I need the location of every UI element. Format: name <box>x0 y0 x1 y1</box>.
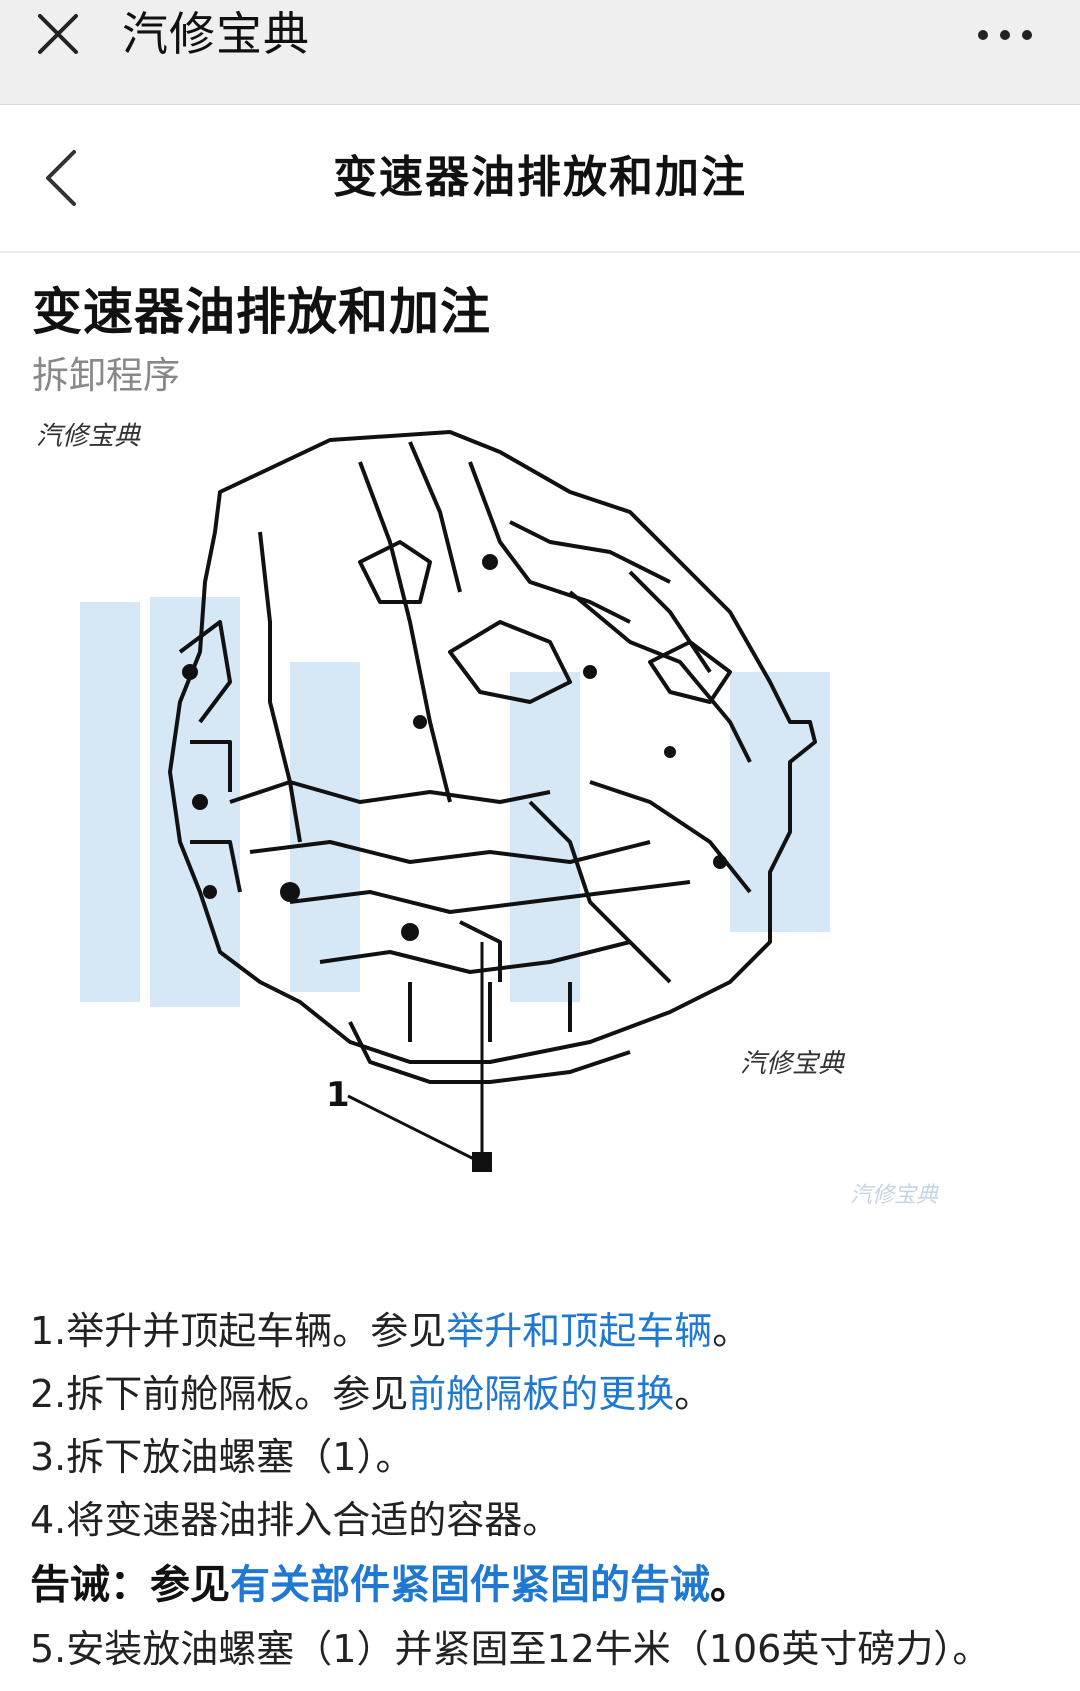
back-button[interactable] <box>30 145 90 211</box>
transmission-illustration: 汽修宝典 汽修宝典 汽修宝典 <box>36 422 940 1208</box>
app-top-bar: 汽修宝典 <box>0 0 1080 105</box>
watermark-text-bottom: 汽修宝典 <box>850 1183 940 1208</box>
nav-bar: 变速器油排放和加注 <box>0 105 1080 253</box>
callout-label-1: 1 <box>326 1075 350 1115</box>
link-lift-vehicle[interactable]: 举升和顶起车辆 <box>446 1309 713 1353</box>
article-content: 变速器油排放和加注 拆卸程序 <box>32 280 1048 402</box>
step-2: 2.拆下前舱隔板。参见前舱隔板的更换。 <box>30 1372 713 1416</box>
drain-plug-callout: 1 <box>326 942 492 1172</box>
watermark-text-top: 汽修宝典 <box>36 422 142 451</box>
article-subtitle: 拆卸程序 <box>32 354 180 397</box>
transmission-diagram: 汽修宝典 汽修宝典 汽修宝典 <box>30 422 1030 1312</box>
link-front-compartment-panel[interactable]: 前舱隔板的更换 <box>408 1372 675 1416</box>
more-button[interactable] <box>970 10 1040 60</box>
step-4: 4.将变速器油排入合适的容器。 <box>30 1498 561 1542</box>
step-1: 1.举升并顶起车辆。参见举升和顶起车辆。 <box>30 1309 751 1353</box>
page-title: 变速器油排放和加注 <box>333 152 747 203</box>
step-3: 3.拆下放油螺塞（1）。 <box>30 1435 414 1479</box>
close-icon <box>38 14 78 54</box>
close-button[interactable] <box>30 6 86 62</box>
step-5: 5.安装放油螺塞（1）并紧固至12牛米（106英寸磅力）。 <box>30 1627 991 1671</box>
link-fastener-caution[interactable]: 有关部件紧固件紧固的告诫 <box>230 1562 710 1608</box>
transmission-outline <box>168 430 817 1084</box>
watermark-text-right: 汽修宝典 <box>740 1049 846 1079</box>
more-horizontal-icon <box>978 30 1032 40</box>
procedure-steps: 1.举升并顶起车辆。参见举升和顶起车辆。 2.拆下前舱隔板。参见前舱隔板的更换。… <box>30 1300 1060 1681</box>
transmission-details <box>182 554 727 941</box>
warning-note: 告诫：参见有关部件紧固件紧固的告诫。 <box>30 1562 750 1608</box>
chevron-left-icon <box>46 150 76 206</box>
article-title: 变速器油排放和加注 <box>32 283 491 341</box>
app-title: 汽修宝典 <box>122 7 310 61</box>
